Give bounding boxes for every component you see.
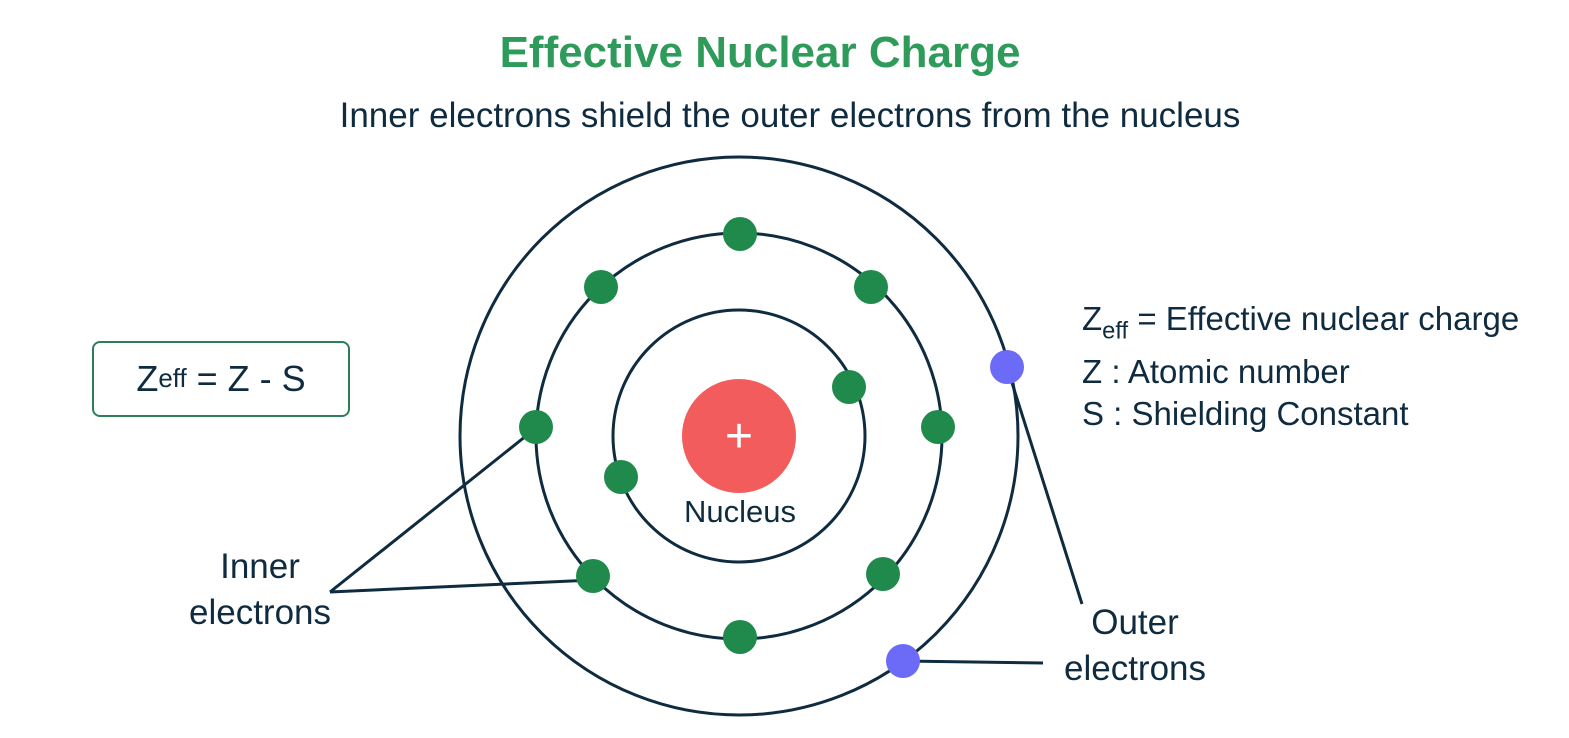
nucleus-plus-sign: +: [725, 410, 753, 463]
outer-label-line2: electrons: [1063, 649, 1207, 688]
inner-label-line2: electrons: [188, 593, 332, 632]
inner-electron: [723, 217, 757, 251]
formula-z: Z: [136, 358, 159, 399]
legend-symbol: Z: [1082, 300, 1103, 337]
outer-label-line1: Outer: [1091, 603, 1179, 642]
outer-electrons-label: Outer electrons: [1035, 600, 1235, 692]
outer-orbit: [458, 155, 1020, 717]
inner-electron: [921, 410, 955, 444]
page-title: Effective Nuclear Charge: [499, 28, 1021, 77]
legend-symbol: Z: [1082, 353, 1103, 390]
legend-text: : Shielding Constant: [1104, 395, 1409, 432]
formula-rhs: = Z - S: [186, 358, 306, 399]
legend-item: Zeff = Effective nuclear charge: [1082, 300, 1519, 345]
inner-leader-line: [329, 578, 594, 594]
inner-electron: [519, 410, 553, 444]
inner-electrons-label: Inner electrons: [160, 544, 360, 636]
legend-item: Z : Atomic number: [1082, 353, 1350, 391]
inner-label-line1: Inner: [220, 547, 300, 586]
nucleus-label: Nucleus: [684, 494, 796, 529]
inner-electron: [576, 559, 610, 593]
inner-electron: [604, 460, 638, 494]
inner-electron: [832, 370, 866, 404]
legend-text: : Atomic number: [1102, 353, 1350, 390]
formula-subscript: eff: [158, 364, 187, 393]
legend-symbol: S: [1082, 395, 1105, 432]
outer-electron: [990, 350, 1024, 384]
inner-electron: [854, 270, 888, 304]
legend-text: = Effective nuclear charge: [1128, 300, 1520, 337]
inner-electron: [866, 557, 900, 591]
inner-electron: [584, 270, 618, 304]
inner-orbit: [611, 308, 867, 564]
legend-subscript: eff: [1102, 317, 1129, 345]
page-subtitle: Inner electrons shield the outer electro…: [339, 96, 1241, 135]
inner-leader-line: [329, 426, 537, 594]
legend-item: S : Shielding Constant: [1082, 395, 1409, 433]
outer-leader-line: [902, 659, 1044, 665]
inner-electron: [723, 620, 757, 654]
nucleus: [682, 379, 796, 493]
outer-leader-line: [1005, 366, 1084, 605]
outer-electron: [886, 644, 920, 678]
